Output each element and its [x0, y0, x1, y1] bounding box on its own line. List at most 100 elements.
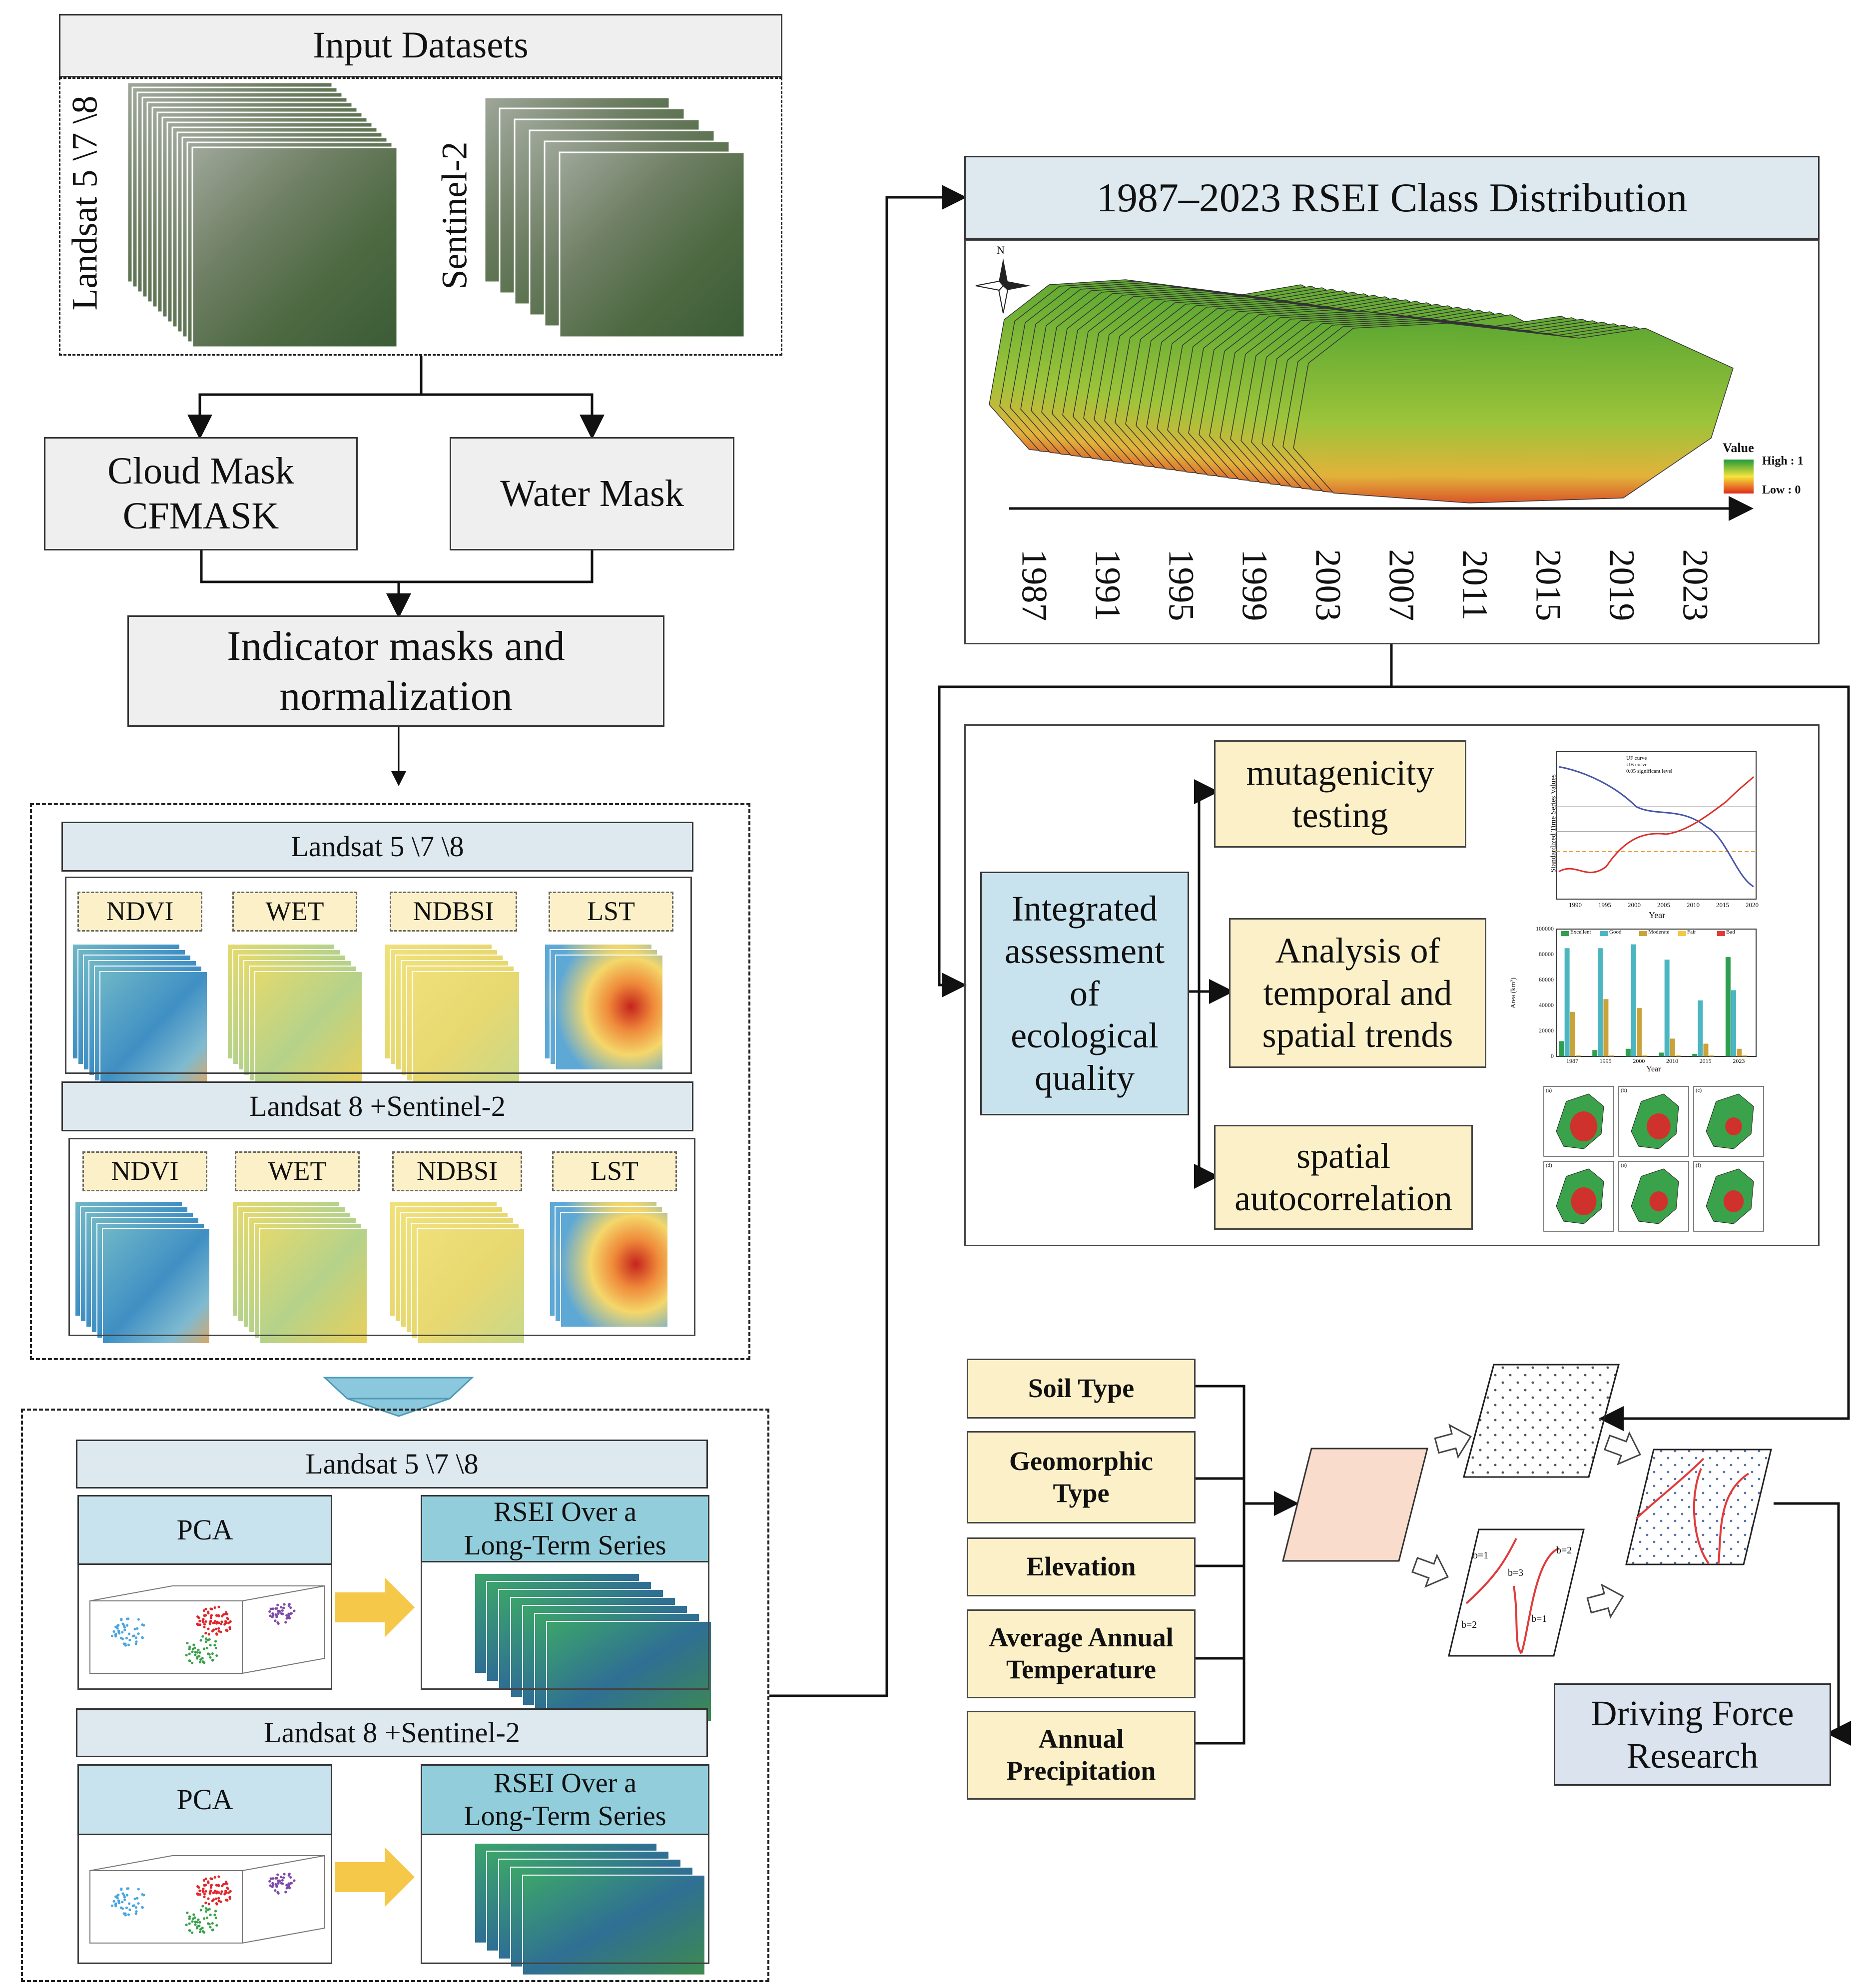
pca-point [290, 1612, 293, 1615]
pca-point [136, 1627, 139, 1630]
bar [1670, 1038, 1675, 1056]
pca-point [206, 1908, 209, 1911]
pca-point [120, 1617, 123, 1620]
pca-point [198, 1925, 201, 1928]
pca-point [201, 1905, 204, 1908]
pca-point [274, 1877, 277, 1880]
pca-point [217, 1891, 220, 1894]
pca-point [198, 1651, 201, 1654]
year-label: 1999 [1235, 549, 1275, 621]
bar-ylabel: Area (km²) [1510, 977, 1517, 1009]
temperature-line1: Average Annual [989, 1622, 1174, 1653]
pca-point [125, 1636, 128, 1640]
pca-point [207, 1612, 210, 1615]
pca-point [196, 1615, 199, 1618]
factor-data-parallelogram [1282, 1448, 1428, 1562]
pca-point [127, 1643, 130, 1646]
pca-point [284, 1621, 287, 1624]
pca-point [289, 1606, 292, 1609]
rsei-landsat-label: RSEI Over a Long-Term Series [421, 1495, 709, 1562]
pca-point [210, 1877, 213, 1881]
mini-map-label: (c) [1696, 1087, 1702, 1093]
pca-point [213, 1644, 216, 1647]
pca-point [110, 1904, 114, 1907]
pca-point [272, 1614, 275, 1617]
satellite-tile [191, 146, 398, 348]
pca-point [227, 1891, 230, 1894]
pca-sentinel-label: PCA [77, 1764, 332, 1835]
pca-point [226, 1629, 229, 1632]
pca-point [128, 1902, 131, 1905]
bar-legend-label: Good [1609, 929, 1622, 935]
pca-point [207, 1882, 210, 1885]
bar [1731, 990, 1736, 1056]
spatial-line2: autocorrelation [1235, 1178, 1452, 1218]
pca-point [281, 1882, 284, 1885]
pca-point [280, 1606, 283, 1609]
pca-point [135, 1910, 138, 1913]
pca-point [204, 1890, 207, 1893]
pca-point [226, 1616, 229, 1620]
pca-point [277, 1879, 280, 1882]
mini-map-hotspot [1647, 1113, 1671, 1139]
pca-point [210, 1884, 213, 1887]
pca-point [226, 1899, 229, 1902]
input-datasets-frame [59, 77, 782, 356]
assessment-line1: Integrated [1012, 888, 1158, 929]
pca-point [214, 1910, 217, 1913]
pca-frame [21, 1409, 769, 1982]
bar [1625, 1048, 1631, 1056]
mini-line-legend: UF curve UB curve 0.05 significant level [1626, 755, 1673, 775]
pca-point [269, 1614, 272, 1617]
pca-point [121, 1622, 124, 1625]
sample-points-parallelogram [1463, 1364, 1620, 1478]
pca-point [217, 1605, 220, 1608]
cloud-mask-line1: Cloud Mask [107, 450, 294, 492]
pca-point [205, 1646, 209, 1649]
trend-line3: spatial trends [1262, 1015, 1453, 1055]
year-label: 2015 [1528, 549, 1569, 621]
year-label: 2007 [1381, 549, 1422, 621]
pca-point [203, 1623, 206, 1626]
pca-point [288, 1616, 291, 1619]
pca-point [195, 1657, 199, 1660]
pca-point [285, 1614, 288, 1617]
trend-line1: Analysis of [1275, 930, 1440, 971]
bar [1559, 1041, 1564, 1056]
pca-point [201, 1660, 204, 1663]
pca-point [290, 1882, 293, 1885]
pca-point [224, 1621, 227, 1624]
pca-point [117, 1623, 120, 1627]
pca-point [275, 1885, 278, 1888]
pca-point [276, 1603, 279, 1606]
bar-ytick: 100000 [1536, 925, 1554, 932]
pca-point [186, 1641, 189, 1645]
bar [1725, 957, 1731, 1056]
pca-point [117, 1631, 120, 1634]
pca-point [193, 1916, 196, 1919]
regression-tree-parallelogram [1448, 1528, 1585, 1657]
indicator-tile [555, 955, 663, 1070]
mini-line-chart [1556, 751, 1757, 900]
bar-legend-swatch [1678, 931, 1686, 936]
pca-point [117, 1893, 120, 1897]
pca-point [112, 1900, 115, 1903]
pca-point [209, 1926, 212, 1929]
pca-point [137, 1618, 140, 1621]
pca-point [196, 1885, 199, 1888]
pca-point [134, 1906, 138, 1909]
pca-point [196, 1892, 199, 1895]
pca-to-rsei-arrow [335, 1577, 415, 1637]
pca-point [219, 1622, 223, 1625]
bar-legend-swatch [1600, 931, 1608, 936]
pca-point [209, 1914, 212, 1917]
pca-point [228, 1626, 231, 1629]
pca-point [209, 1644, 212, 1647]
indicators-landsat-header: Landsat 5 \7 \8 [61, 822, 693, 872]
mini-bar-chart [1556, 929, 1757, 1057]
sentinel-dataset-label: Sentinel-2 [434, 141, 475, 290]
indicator-tile [254, 971, 363, 1087]
pca-point [272, 1607, 275, 1610]
bar-ytick: 80000 [1539, 951, 1554, 958]
pca-to-rsei-arrow [335, 1847, 415, 1907]
